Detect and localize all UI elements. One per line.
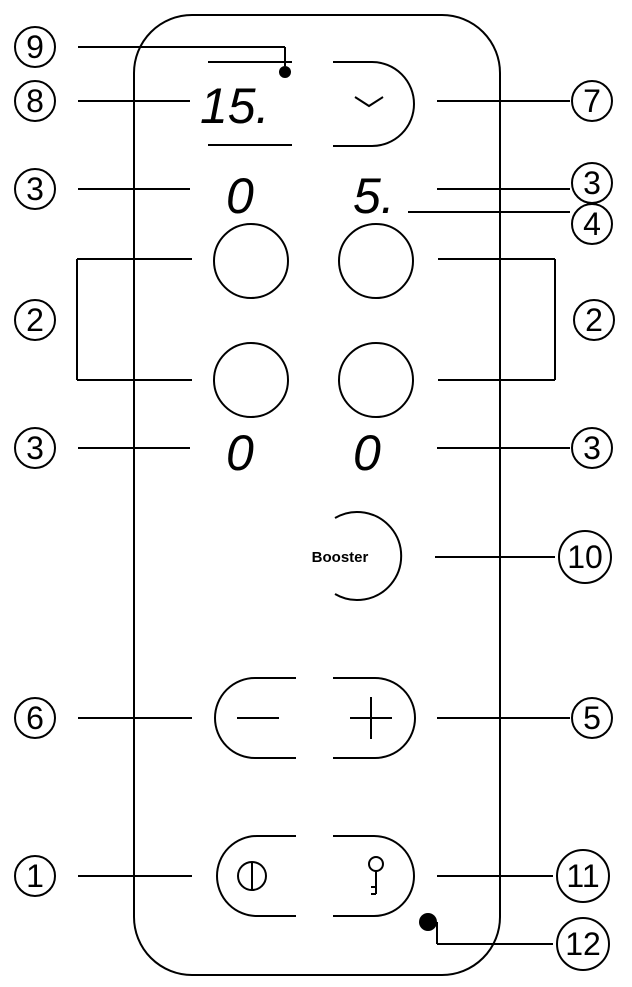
callout-2-left: 2 bbox=[14, 299, 56, 341]
callout-3-bottom-left: 3 bbox=[14, 427, 56, 469]
timer-select-button[interactable] bbox=[333, 61, 415, 147]
callout-12: 12 bbox=[556, 917, 610, 971]
svg-text:3: 3 bbox=[26, 171, 44, 207]
callout-3-top-right: 3 bbox=[571, 162, 613, 204]
timer-display: 15. bbox=[200, 78, 270, 134]
booster-button[interactable]: Booster bbox=[312, 511, 403, 601]
svg-text:3: 3 bbox=[583, 430, 601, 466]
callout-10: 10 bbox=[558, 530, 612, 584]
zone-select-button-bottom-right[interactable] bbox=[338, 342, 414, 418]
callout-6: 6 bbox=[14, 697, 56, 739]
svg-text:1: 1 bbox=[26, 858, 44, 894]
svg-text:7: 7 bbox=[583, 83, 601, 119]
zone-display-bottom-right: 0 bbox=[353, 425, 381, 481]
power-icon bbox=[237, 861, 267, 891]
zone-display-bottom-left: 0 bbox=[226, 425, 254, 481]
callout-5: 5 bbox=[571, 697, 613, 739]
control-panel-outline bbox=[133, 14, 501, 976]
callout-4: 4 bbox=[571, 203, 613, 245]
svg-text:2: 2 bbox=[26, 302, 44, 338]
plus-button[interactable] bbox=[333, 677, 416, 759]
callout-1: 1 bbox=[14, 855, 56, 897]
callout-2-right: 2 bbox=[573, 299, 615, 341]
key-icon bbox=[368, 856, 384, 895]
zone-select-button-top-right[interactable] bbox=[338, 223, 414, 299]
callout-3-top-left: 3 bbox=[14, 168, 56, 210]
callout-3-bottom-right: 3 bbox=[571, 427, 613, 469]
chevron-down-icon bbox=[354, 96, 384, 108]
power-button[interactable] bbox=[216, 835, 296, 917]
minus-button[interactable] bbox=[214, 677, 296, 759]
callout-7: 7 bbox=[571, 80, 613, 122]
callout-8: 8 bbox=[14, 80, 56, 122]
svg-text:3: 3 bbox=[26, 430, 44, 466]
zone-select-button-top-left[interactable] bbox=[213, 223, 289, 299]
svg-text:4: 4 bbox=[583, 206, 601, 242]
svg-text:12: 12 bbox=[565, 926, 601, 962]
svg-text:10: 10 bbox=[567, 539, 603, 575]
timer-indicator-dot bbox=[279, 66, 291, 78]
zone-select-button-bottom-left[interactable] bbox=[213, 342, 289, 418]
lock-button[interactable] bbox=[333, 835, 415, 917]
plus-icon bbox=[350, 697, 392, 739]
svg-text:9: 9 bbox=[26, 29, 44, 65]
booster-button-label: Booster bbox=[312, 549, 369, 566]
svg-text:11: 11 bbox=[566, 858, 599, 894]
callout-11: 11 bbox=[556, 849, 610, 903]
leader-lines bbox=[76, 46, 570, 945]
svg-text:8: 8 bbox=[26, 83, 44, 119]
svg-text:2: 2 bbox=[585, 302, 603, 338]
zone-display-top-left: 0 bbox=[226, 168, 254, 224]
zone-display-top-right: 5. bbox=[353, 168, 395, 224]
callout-9: 9 bbox=[14, 26, 56, 68]
svg-text:5: 5 bbox=[583, 700, 601, 736]
lock-indicator-dot bbox=[419, 913, 437, 931]
svg-text:6: 6 bbox=[26, 700, 44, 736]
svg-text:3: 3 bbox=[583, 165, 601, 201]
